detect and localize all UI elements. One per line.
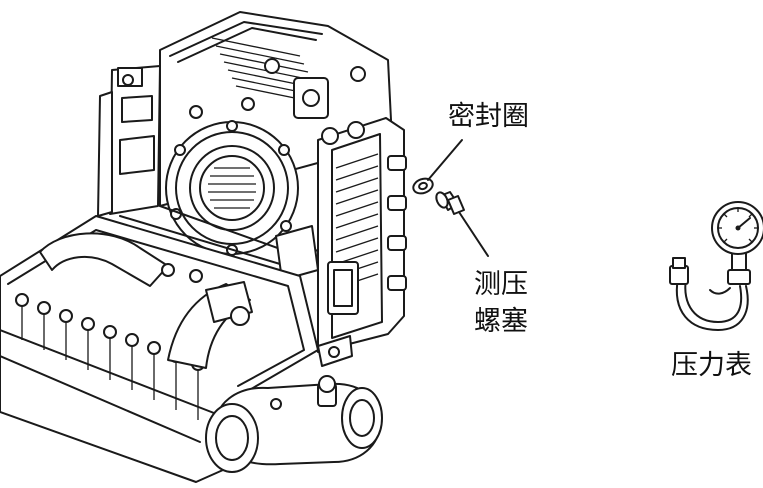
test-pressure-plug-part xyxy=(435,191,465,215)
seal-ring-label: 密封圈 xyxy=(448,101,529,132)
transmission-housing xyxy=(0,11,407,483)
pressure-gauge-label: 压力表 xyxy=(671,350,752,381)
test-plug-label-line1: 测压 xyxy=(474,269,528,300)
seal-ring-part xyxy=(412,177,434,195)
test-plug-label-line2: 螺塞 xyxy=(474,306,528,337)
pressure-gauge-drawing xyxy=(669,201,763,331)
seal-ring-leader-line xyxy=(427,139,463,181)
test-plug-leader-line xyxy=(458,211,489,257)
